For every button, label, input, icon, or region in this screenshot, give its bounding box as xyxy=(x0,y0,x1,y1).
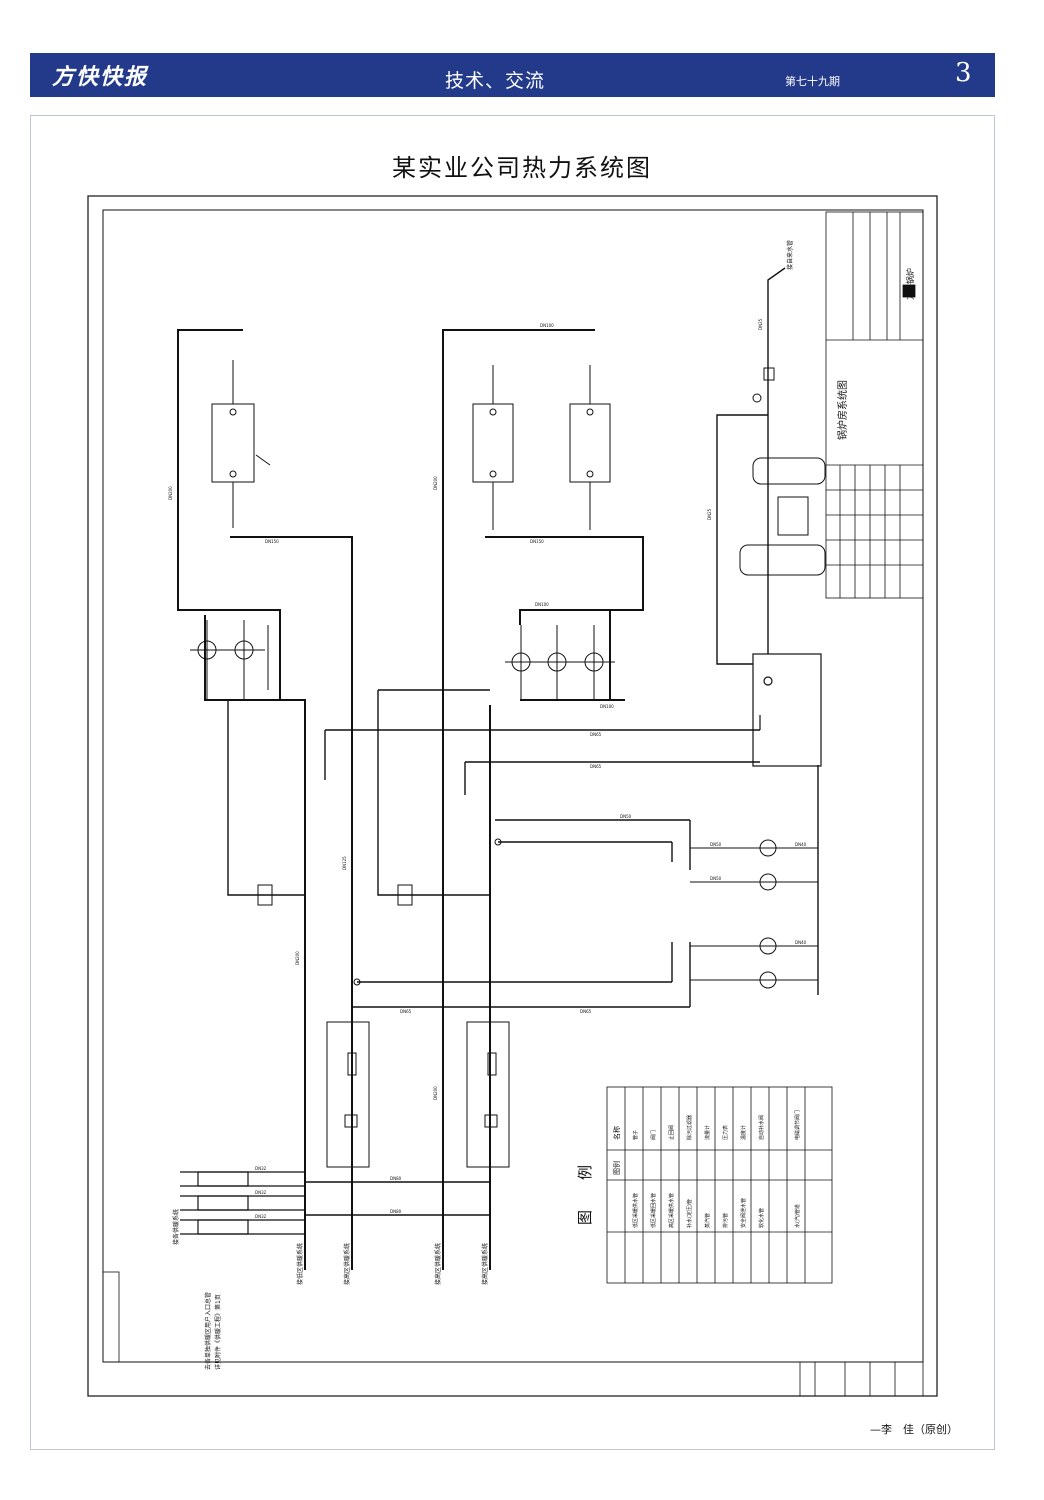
label-low-return: 接高区供暖系统 xyxy=(343,1243,351,1285)
legend-left-4: 流量计 xyxy=(704,1125,711,1140)
legend-table xyxy=(606,1086,833,1284)
content-frame xyxy=(30,115,995,1450)
pipe-label: DN50 xyxy=(620,814,632,819)
legend-right-2: 高区采暖供水管 xyxy=(668,1193,675,1228)
pipe-label: DN32 xyxy=(255,1190,267,1195)
right-pump-array xyxy=(690,765,819,995)
water-tank xyxy=(752,653,822,767)
pipe-label: DN25 xyxy=(758,318,763,330)
distribution-manifolds xyxy=(180,1171,305,1235)
connection-labels: 接低区供暖系统 接高区供暖系统 接高区供暖系统 接高区供暖系统 接自来水管 接各… xyxy=(172,240,794,1370)
pipe-label: DN100 xyxy=(600,704,614,709)
pipe-label: DN150 xyxy=(265,539,279,544)
page-number: 3 xyxy=(955,58,972,88)
label-low-supply: 接低区供暖系统 xyxy=(296,1243,304,1285)
legend-right-5: 排污管 xyxy=(722,1213,729,1228)
legend-left-5: 压力表 xyxy=(722,1125,729,1140)
legend-left-7: 自动补水阀 xyxy=(758,1115,765,1140)
drawing-inner-border xyxy=(102,209,924,1363)
legend-left-0: 管子 xyxy=(632,1130,639,1140)
middle-exchangers xyxy=(472,365,611,530)
pipe-label: DN40 xyxy=(795,940,807,945)
legend-left-6: 温度计 xyxy=(740,1125,747,1140)
pipe-label: DN80 xyxy=(390,1209,402,1214)
title-block-name: 锅炉房系统图 xyxy=(836,380,849,440)
legend-right-6: 安全阀泄水管 xyxy=(740,1198,747,1228)
title-block-company: 方快锅炉 xyxy=(905,268,915,300)
left-exchanger xyxy=(211,360,271,528)
legend-left-1: 阀门 xyxy=(650,1130,657,1140)
pipe-label: DN65 xyxy=(590,732,602,737)
legend-text: 图 例 图例 名称 管子 阀门 止回阀 除污过滤器 流量计 压力表 温度计 自动… xyxy=(576,1110,801,1228)
legend-right-3: 补水(定压)管 xyxy=(686,1199,693,1228)
pipe-label: DN65 xyxy=(580,1009,592,1014)
pipe-label: DN100 xyxy=(540,323,554,328)
return-mains xyxy=(227,689,760,1216)
pipe-label: DN125 xyxy=(342,856,347,870)
pipe-label: DN50 xyxy=(710,842,722,847)
pipe-size-labels: DN200 DN200 DN200 DN200 DN150 DN150 DN10… xyxy=(168,318,807,1219)
middle-exchanger-group xyxy=(442,329,644,1270)
pipe-label: DN150 xyxy=(530,539,544,544)
pipe-label: DN100 xyxy=(535,602,549,607)
legend-left-8: 电磁调节阀门 xyxy=(794,1110,801,1140)
diagram-title: 某实业公司热力系统图 xyxy=(392,154,652,182)
pipe-label: DN200 xyxy=(433,476,438,490)
pipe-label: DN25 xyxy=(707,508,712,520)
label-left-rot-1: 去各单独供暖区用户入口总管 xyxy=(204,1292,212,1370)
legend-col-symbol: 图例 xyxy=(612,1161,621,1175)
legend-right-0: 低区采暖供水管 xyxy=(632,1193,639,1228)
makeup-units xyxy=(257,838,510,1168)
stamp-block xyxy=(102,1271,924,1397)
pipe-label: DN40 xyxy=(795,842,807,847)
pipe-label: DN200 xyxy=(168,486,173,500)
section-title: 技术、交流 xyxy=(445,70,546,92)
legend-col-name: 名称 xyxy=(612,1126,621,1140)
pipe-label: DN65 xyxy=(590,764,602,769)
softener-line xyxy=(716,267,786,665)
legend-left-2: 止回阀 xyxy=(668,1125,675,1140)
legend-heading-2: 例 xyxy=(576,1165,594,1180)
pipe-label: DN32 xyxy=(255,1214,267,1219)
label-left-rot-2: 详见附件《供暖工程》第1页 xyxy=(214,1294,222,1370)
drawing-outer-border xyxy=(87,195,938,1397)
title-block xyxy=(825,211,924,599)
pipe-label: DN32 xyxy=(255,1166,267,1171)
legend-right-8: 水(汽)管道 xyxy=(794,1204,801,1228)
left-pumps xyxy=(190,620,269,700)
middle-pumps xyxy=(505,625,615,700)
label-to-zones: 接各供暖系统 xyxy=(172,1209,180,1245)
label-high-supply-1: 接高区供暖系统 xyxy=(434,1243,442,1285)
pipe-label: DN50 xyxy=(710,876,722,881)
header-bar: 方快快报 技术、交流 第七十九期 3 xyxy=(30,53,995,97)
legend-heading-1: 图 xyxy=(576,1210,594,1225)
pipe-label: DN65 xyxy=(400,1009,412,1014)
author-credit: —李 佳（原创） xyxy=(870,1423,958,1436)
label-high-supply-2: 接高区供暖系统 xyxy=(481,1243,489,1285)
legend-right-7: 软化水管 xyxy=(758,1208,765,1228)
issue-number: 第七十九期 xyxy=(785,75,840,88)
legend-right-1: 低区采暖回水管 xyxy=(650,1193,657,1228)
label-tap-water: 接自来水管 xyxy=(786,240,794,270)
pipe-label: DN200 xyxy=(295,951,300,965)
pipe-label: DN200 xyxy=(433,1086,438,1100)
left-exchanger-group xyxy=(177,329,353,1270)
legend-left-3: 除污过滤器 xyxy=(686,1115,693,1140)
legend-right-4: 蒸汽管 xyxy=(704,1213,711,1228)
pipe-label: DN80 xyxy=(390,1176,402,1181)
brand-logo-text: 方快快报 xyxy=(52,64,149,90)
softener xyxy=(739,367,826,576)
